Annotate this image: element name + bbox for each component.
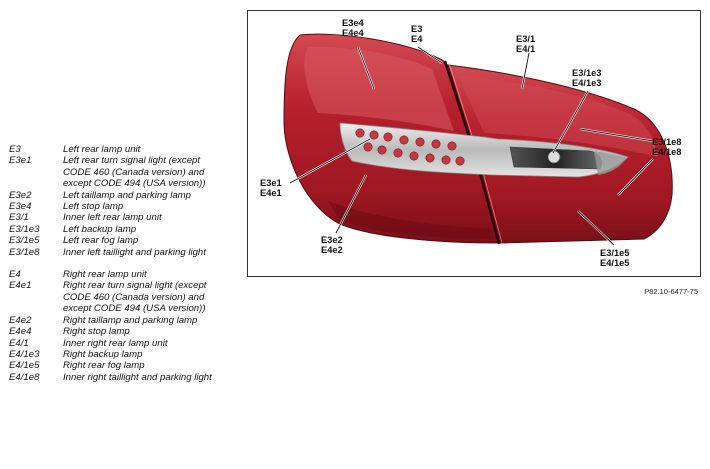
callout-label: E3/1e8 <box>652 137 682 147</box>
legend-item: E3e1 Left rear turn signal light (except … <box>9 155 239 189</box>
legend-item: E3e4 Left stop lamp <box>9 201 239 212</box>
legend-list: E3 Left rear lamp unit E3e1 Left rear turn… <box>9 144 239 383</box>
callout-label: E4e2 <box>321 245 343 256</box>
callout-label: E4/1e5 <box>600 258 630 269</box>
legend-desc: Left rear turn signal light (except CODE… <box>63 155 206 190</box>
legend-item: E3/1e8 Inner left taillight and parking l… <box>9 247 239 258</box>
callout-stop-lamp: E3e4 E4e4 <box>342 18 364 39</box>
figure-reference-number: P82.10-6477-75 <box>644 287 698 296</box>
legend-desc: Right backup lamp <box>63 348 143 360</box>
legend-item: E3e2 Left taillamp and parking lamp <box>9 190 239 201</box>
legend-item: E4/1e8 Inner right taillight and parking … <box>9 372 239 383</box>
legend-item: E4e2 Right taillamp and parking lamp <box>9 315 239 326</box>
callout-label: E4e4 <box>342 28 364 39</box>
legend-desc: Right rear fog lamp <box>63 360 145 372</box>
legend-code: E3e2 <box>9 189 32 201</box>
callout-rear-fog-lamp: E3/1e5 E4/1e5 <box>600 248 629 269</box>
legend-desc: Inner right taillight and parking light <box>63 371 212 383</box>
callout-label: E3/1 <box>516 34 536 44</box>
legend-desc: Right rear lamp unit <box>63 269 147 281</box>
legend-item: E4e4 Right stop lamp <box>9 326 239 337</box>
lamp-illustration-frame: E3e4 E4e4 E3 E4 E3/1 E4/1 E3/1e3 E4/1e3 … <box>247 10 701 277</box>
legend-code: E4/1e3 <box>9 348 40 360</box>
legend-item: E3/1e5 Left rear fog lamp <box>9 235 239 246</box>
legend-desc: Right taillamp and parking lamp <box>63 314 198 326</box>
callout-label: E3/1e3 <box>572 68 602 78</box>
legend-desc: Left backup lamp <box>63 223 137 235</box>
callout-inner-rear-lamp-unit: E3/1 E4/1 <box>516 34 535 55</box>
callout-turn-signal: E3e1 E4e1 <box>260 178 282 199</box>
callout-label: E4/1 <box>516 44 536 55</box>
callout-label: E4/1e8 <box>652 147 682 158</box>
legend-desc: Left taillamp and parking lamp <box>63 189 191 201</box>
legend-item: E4 Right rear lamp unit <box>9 269 239 280</box>
legend-desc: Left stop lamp <box>63 201 124 213</box>
callout-label: E3e1 <box>260 178 282 188</box>
callout-inner-taillight: E3/1e8 E4/1e8 <box>652 137 681 158</box>
legend-code: E3e4 <box>9 201 32 213</box>
legend-desc: Left rear fog lamp <box>63 235 139 247</box>
callout-label: E4 <box>411 34 423 45</box>
legend-desc: Left rear lamp unit <box>63 144 141 155</box>
callout-taillamp: E3e2 E4e2 <box>321 235 343 256</box>
legend-code: E4e1 <box>9 280 32 292</box>
legend-code: E3/1e5 <box>9 235 40 247</box>
legend-item: E4/1 Inner right rear lamp unit <box>9 338 239 349</box>
legend-desc: Right rear turn signal light (except COD… <box>63 280 207 315</box>
turn-signal-led-cluster <box>355 128 465 166</box>
legend-item: E4/1e3 Right backup lamp <box>9 349 239 360</box>
legend-code: E3/1e3 <box>9 223 40 235</box>
legend-desc: Right stop lamp <box>63 326 130 338</box>
legend-code: E3/1e8 <box>9 246 40 258</box>
legend-item: E3/1 Inner left rear lamp unit <box>9 212 239 223</box>
callout-rear-lamp-unit: E3 E4 <box>411 24 422 45</box>
legend-item: E3/1e3 Left backup lamp <box>9 224 239 235</box>
legend-code: E4/1 <box>9 337 29 349</box>
legend-code: E3e1 <box>9 155 32 167</box>
legend-code: E3 <box>9 144 21 155</box>
legend-desc: Inner left rear lamp unit <box>63 212 162 224</box>
callout-backup-lamp: E3/1e3 E4/1e3 <box>572 68 601 89</box>
callout-label: E4e1 <box>260 188 282 199</box>
legend-code: E4e2 <box>9 314 32 326</box>
legend-code: E4 <box>9 269 21 281</box>
callout-label: E3/1e5 <box>600 248 630 258</box>
legend-code: E3/1 <box>9 212 29 224</box>
legend-item: E4e1 Right rear turn signal light (except… <box>9 280 239 314</box>
legend-item: E3 Left rear lamp unit <box>9 144 239 155</box>
callout-label: E4/1e3 <box>572 78 602 89</box>
legend-code: E4/1e5 <box>9 360 40 372</box>
legend-code: E4/1e8 <box>9 371 40 383</box>
callout-label: E3e4 <box>342 18 364 28</box>
tail-lamp-illustration <box>283 33 673 246</box>
legend-code: E4e4 <box>9 326 32 338</box>
legend-item: E4/1e5 Right rear fog lamp <box>9 360 239 371</box>
legend-desc: Inner right rear lamp unit <box>63 337 168 349</box>
callout-label: E3e2 <box>321 235 343 245</box>
legend-desc: Inner left taillight and parking light <box>63 246 206 258</box>
callout-label: E3 <box>411 24 423 34</box>
